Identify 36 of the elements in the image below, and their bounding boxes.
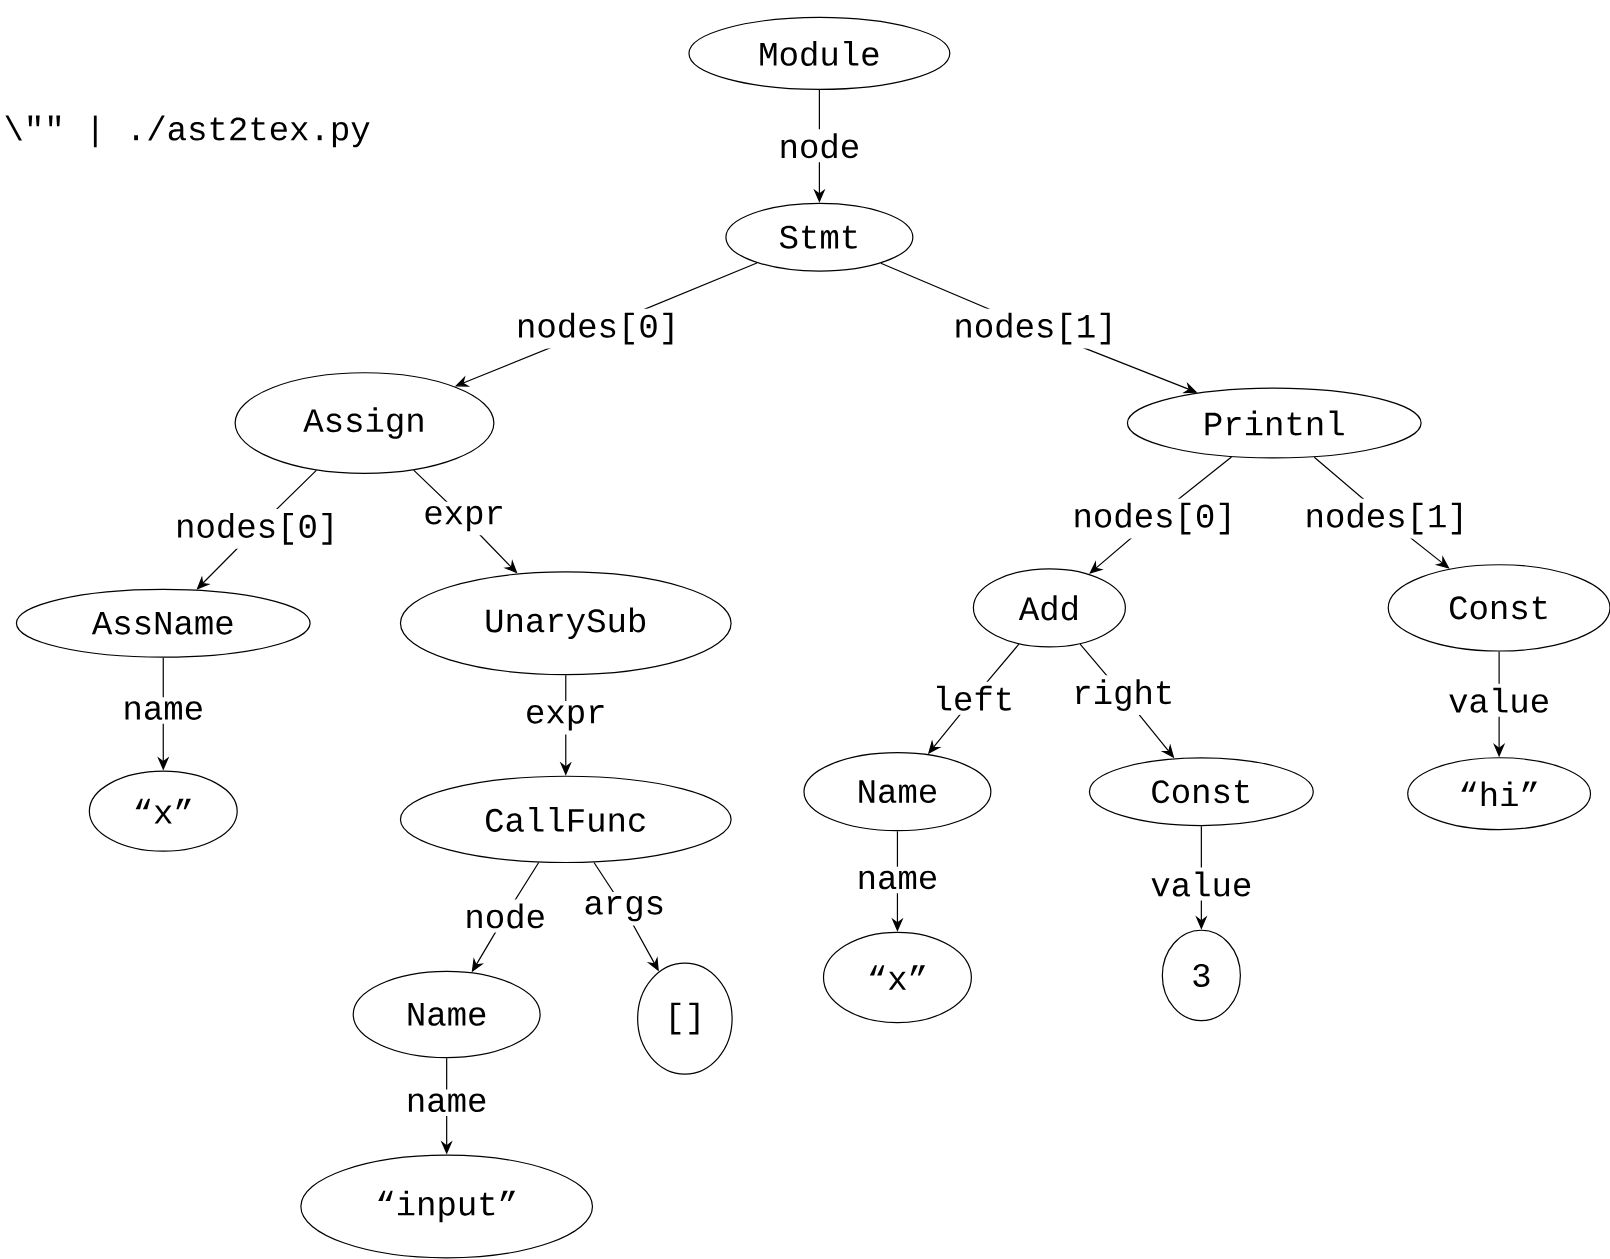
tree-node: Stmt: [725, 202, 914, 272]
tree-node: CallFunc: [399, 775, 732, 864]
tree-node: Name: [803, 752, 992, 832]
tree-node: UnarySub: [399, 571, 732, 676]
edge-label: right: [1068, 675, 1179, 715]
edge-label: nodes[0]: [171, 508, 343, 549]
tree-node: Const: [1088, 757, 1314, 827]
edge-label: node: [774, 129, 865, 163]
edge-label: node: [460, 899, 550, 933]
edge-label: nodes[1]: [949, 308, 1121, 349]
edge-label: name: [118, 697, 209, 724]
edge-label: nodes[1]: [1300, 498, 1472, 539]
tree-node: “x”: [88, 770, 238, 852]
edge-label: nodes[0]: [512, 308, 684, 349]
tree-node: []: [637, 962, 733, 1075]
edge-label: args: [579, 892, 670, 926]
edge-label: name: [852, 866, 943, 894]
edge-label: nodes[0]: [1068, 498, 1240, 539]
edge-label: value: [1444, 683, 1555, 717]
tree-node: Name: [352, 970, 541, 1059]
edge-label: value: [1146, 867, 1257, 901]
tree-node: 3: [1161, 929, 1241, 1022]
tree-node: Const: [1387, 564, 1610, 652]
edge-label: name: [401, 1089, 492, 1117]
tree-node: Module: [688, 16, 951, 90]
command-text: \"" | ./ast2tex.py: [5, 115, 370, 148]
tree-node: “x”: [822, 931, 972, 1024]
edge-label: expr: [419, 501, 509, 536]
edge-label: expr: [520, 701, 611, 735]
tree-node: “input”: [300, 1154, 594, 1259]
tree-node: AssName: [15, 588, 311, 658]
edge-label: left: [928, 681, 1019, 715]
tree-node: “hi”: [1407, 757, 1592, 831]
tree-node: Assign: [234, 372, 495, 474]
tree-node: Printnl: [1126, 387, 1422, 459]
tree-node: Add: [972, 568, 1126, 648]
